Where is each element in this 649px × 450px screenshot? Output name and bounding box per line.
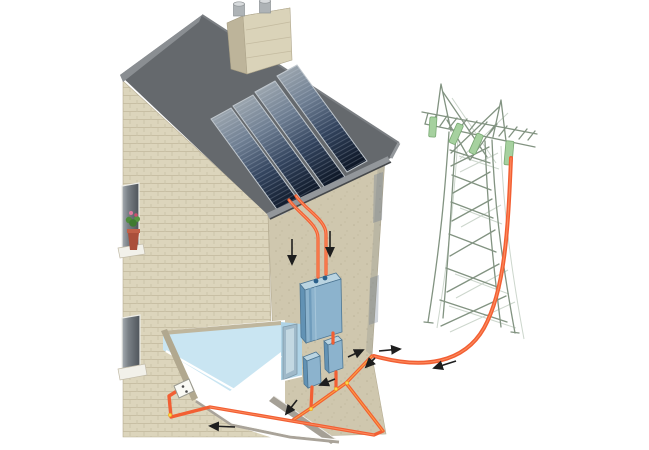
- consumer-unit: [302, 351, 322, 390]
- flower-pot: [125, 211, 140, 250]
- side-window-sliver-2: [369, 275, 379, 325]
- roof-eave: [266, 142, 401, 220]
- solar-panel-array: [210, 64, 368, 216]
- house: [117, 0, 401, 444]
- lower-window: [117, 314, 148, 381]
- flow-arrow-floor: [208, 421, 236, 432]
- chimney-pot-1: [233, 1, 245, 17]
- pylon: [421, 83, 538, 334]
- flow-arrow-export-grid: [378, 344, 402, 355]
- pylon-insulators: [428, 116, 515, 166]
- flow-arrow-to-house: [284, 399, 298, 416]
- room-back-wall: [163, 322, 281, 391]
- inverter: [299, 272, 343, 345]
- grid-cable: [372, 156, 513, 365]
- chimney-pot-2: [259, 0, 271, 14]
- pv-cables: [287, 194, 338, 410]
- wall-base-cable: [167, 354, 385, 437]
- flow-arrow-meter-to-unit: [318, 377, 336, 387]
- wall-socket: [173, 378, 195, 399]
- cut-edge-top: [161, 321, 281, 335]
- lower-window-sill: [117, 363, 148, 381]
- flow-arrow-import-corner: [364, 357, 376, 369]
- chimney: [226, 0, 293, 75]
- flow-arrows: [208, 231, 376, 432]
- side-window-sliver-1: [373, 172, 383, 223]
- generation-meter: [323, 335, 344, 375]
- flow-arrow-import-grid: [432, 360, 457, 371]
- cable-junctions: [168, 380, 349, 417]
- flow-arrow-export: [347, 349, 365, 359]
